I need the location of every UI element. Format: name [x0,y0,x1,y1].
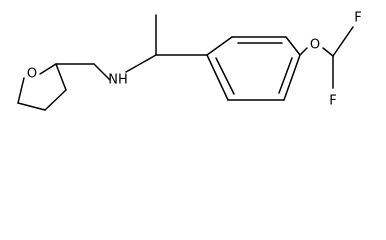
bond-thf-c3-c4 [44,89,67,111]
bond-thf-c4-c5 [17,102,46,111]
bond-ar-6-1 [206,54,229,101]
bond-ch2-nh [93,63,111,81]
bond-thf-c2-c3 [55,63,67,91]
bond-ar-1-2 [206,36,233,56]
atom-label-ether-oxygen: O [310,38,320,53]
thf-ring [17,63,67,111]
bond-ar-4-5 [283,54,301,101]
bond-chf2-f-top [332,26,354,57]
atom-label-fluorine-top: F [354,11,361,26]
bond-ar-3-4 [285,36,301,56]
bond-thf-o-c2 [39,63,57,75]
atom-label-amine: NH [108,73,128,88]
bond-thf-c5-o [17,77,25,104]
atom-label-ring-oxygen: O [27,67,37,82]
benzene-ring [206,36,301,101]
chain-bonds [55,14,208,81]
bond-ar-o [299,47,308,56]
bond-o-chf2 [322,47,334,57]
difluoromethoxy-group [299,26,354,89]
atom-label-fluorine-bottom: F [329,94,336,109]
double-bond-ar-c [215,57,235,95]
double-bond-ar-b [278,57,293,94]
bond-nh-ch [125,54,157,73]
structure-diagram: O NH O F F [17,11,362,111]
